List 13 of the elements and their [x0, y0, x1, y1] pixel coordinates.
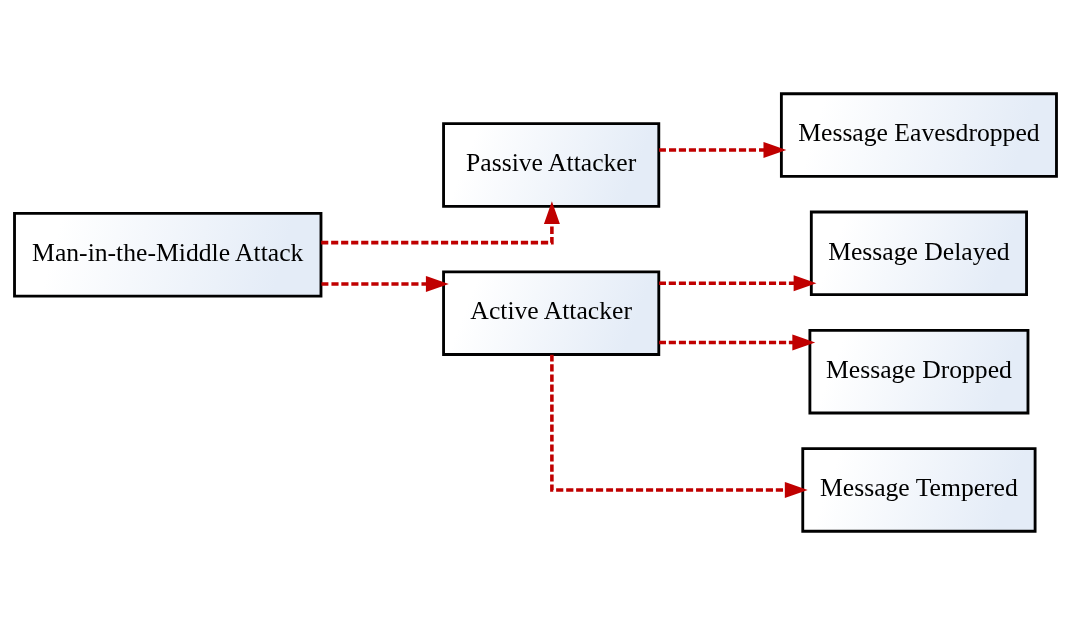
- arrow: [659, 274, 817, 291]
- arrow: [321, 200, 560, 244]
- arrow: [659, 333, 816, 350]
- arrow: [321, 275, 449, 292]
- node-box: Message Eavesdropped: [779, 91, 1058, 178]
- node-box: Man-in-the-Middle Attack: [13, 211, 323, 298]
- node-box: Message Tempered: [801, 446, 1037, 533]
- node-box: Message Dropped: [808, 328, 1030, 414]
- arrow: [550, 354, 808, 498]
- node-box: Passive Attacker: [442, 121, 661, 208]
- node-box: Message Delayed: [809, 210, 1028, 296]
- arrow: [659, 141, 787, 158]
- node-box: Active Attacker: [442, 269, 661, 356]
